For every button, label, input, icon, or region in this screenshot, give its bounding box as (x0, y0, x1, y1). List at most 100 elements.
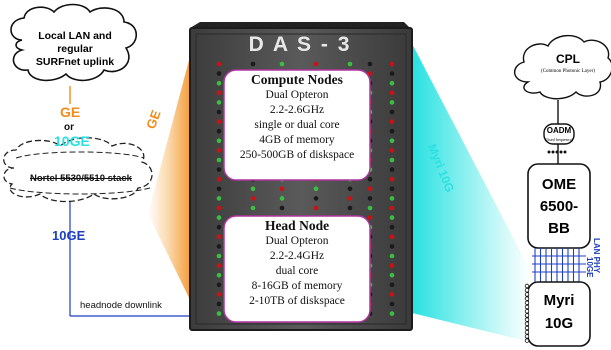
node-led (389, 224, 395, 230)
node-led (216, 186, 222, 192)
node-led (389, 196, 395, 201)
node-led (216, 272, 222, 278)
ge-label: GE (60, 104, 81, 120)
myri-port (524, 292, 530, 297)
compute-line: Dual Opteron (265, 89, 329, 101)
node-led (216, 109, 222, 115)
ge-fan (148, 34, 196, 312)
or-label: or (64, 122, 74, 133)
node-led (389, 282, 395, 288)
myri-port (524, 334, 530, 339)
compute-panel-text: Compute Nodes Dual Opteron 2.2-2.6GHz si… (224, 72, 370, 163)
node-led (313, 205, 319, 211)
node-led (389, 215, 395, 220)
node-led (313, 61, 319, 67)
node-led (216, 90, 222, 96)
node-led (216, 167, 222, 172)
myri-fan (408, 36, 530, 342)
tenge-blue-label: 10GE (52, 228, 86, 243)
node-led (216, 119, 222, 124)
lan-cloud-line2: regular (57, 43, 93, 55)
node-led (389, 205, 395, 211)
node-led (347, 61, 353, 67)
node-led (389, 71, 395, 76)
myri-port (524, 304, 530, 310)
node-led (216, 215, 222, 220)
node-led (279, 205, 285, 211)
head-title: Head Node (264, 218, 330, 233)
node-led (389, 90, 395, 96)
node-led (216, 80, 222, 86)
oadm-title: OADM (546, 126, 572, 135)
myri-port (524, 321, 530, 326)
lan-cloud-line3: SURFnet uplink (35, 56, 115, 68)
cluster-title: D A S - 3 (248, 33, 352, 56)
node-led (367, 205, 373, 211)
node-led (216, 205, 222, 211)
head-line: Dual Opteron (265, 235, 329, 247)
node-led (279, 186, 285, 192)
head-line: 8-16GB of memory (251, 280, 343, 292)
node-led (216, 176, 222, 182)
node-led (367, 215, 373, 220)
node-led (216, 263, 222, 268)
node-led (389, 301, 395, 307)
downlink-label: headnode downlink (80, 300, 162, 311)
compute-panel (223, 69, 371, 181)
node-led (216, 196, 222, 201)
node-led (216, 253, 222, 259)
myri-port (524, 313, 530, 318)
myri-port (524, 296, 530, 301)
oadm-box (543, 123, 575, 145)
myri-port (524, 330, 530, 335)
oadm-ports (547, 150, 567, 154)
ome-box (527, 163, 591, 249)
cpl-cloud-shape (514, 35, 611, 100)
myri-port (524, 338, 530, 343)
lan-cloud-line1: Local LAN and (38, 30, 112, 42)
node-led (389, 253, 395, 259)
compute-line: 250-500GB of diskspace (239, 149, 355, 161)
switch-label: Nortel 5530/5510 stack (30, 173, 132, 184)
node-led (367, 176, 373, 182)
ome-line1: OME (541, 176, 577, 193)
oadm-subtitle: (fixed frequency) (545, 137, 573, 142)
node-led (250, 196, 256, 201)
node-led (250, 186, 256, 192)
node-led (367, 71, 373, 76)
node-led (347, 196, 353, 201)
node-led (216, 71, 222, 76)
lan-cloud-shape (10, 3, 138, 82)
node-led (216, 148, 222, 153)
node-led (389, 80, 395, 86)
node-led (216, 244, 222, 249)
compute-line: 2.2-2.6GHz (269, 104, 325, 116)
compute-title: Compute Nodes (251, 72, 343, 87)
node-led (216, 100, 222, 105)
node-led (389, 128, 395, 134)
node-led (389, 119, 395, 124)
ome-line3: BB (548, 220, 570, 237)
node-led (389, 186, 395, 192)
head-panel-text: Head Node Dual Opteron 2.2-2.4GHz dual c… (224, 218, 370, 309)
node-led (216, 311, 222, 316)
node-led (389, 263, 395, 268)
node-led (250, 205, 256, 211)
node-led (389, 148, 395, 153)
node-led (389, 272, 395, 278)
node-led (347, 205, 353, 211)
node-led (367, 186, 373, 192)
lan-phy-label-2: LAN PHY (592, 238, 601, 274)
myri-line2: 10G (544, 315, 574, 332)
head-line: 2-10TB of diskspace (249, 295, 345, 307)
cpl-title: CPL (556, 52, 580, 66)
cpl-subtitle: (Common Photonic Layer) (541, 69, 595, 74)
node-led (313, 186, 319, 192)
myri-port (524, 317, 530, 322)
lan-phy-links (532, 248, 586, 282)
node-led (389, 109, 395, 115)
node-led (279, 196, 285, 201)
node-led (389, 100, 395, 105)
myri-ports (524, 283, 530, 343)
